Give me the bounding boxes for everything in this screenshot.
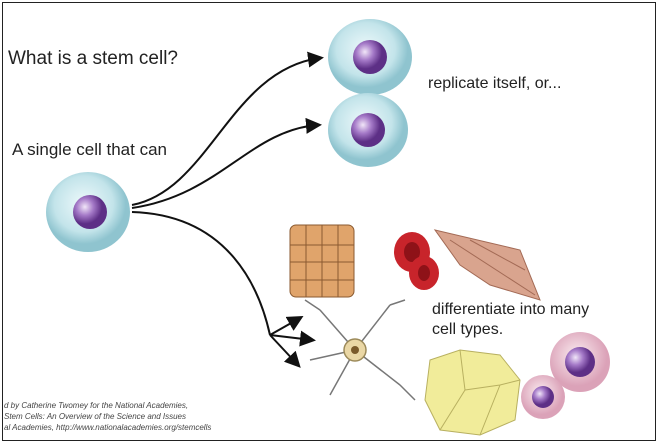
daughter-cell-1: [328, 19, 412, 95]
daughter-cell-2: [328, 93, 408, 167]
differentiate-label: differentiate into many cell types.: [432, 300, 589, 340]
differentiate-line-2: cell types.: [432, 321, 504, 338]
red-blood-cells-icon: [394, 232, 439, 290]
white-blood-cells-icon: [521, 332, 610, 419]
differentiate-line-1: differentiate into many: [432, 301, 590, 318]
fat-cells-icon: [424, 349, 521, 436]
credit-line-3: al Academies, http://www.nationalacademi…: [4, 423, 212, 432]
intro-text: A single cell that can: [12, 140, 167, 159]
arrows: [131, 51, 324, 368]
replicate-label: replicate itself, or...: [428, 75, 562, 92]
epithelial-cells-icon: [289, 224, 355, 298]
credit-line-2: Stem Cells: An Overview of the Science a…: [4, 412, 187, 421]
heading: What is a stem cell?: [8, 48, 178, 69]
stem-cell-source: [46, 172, 130, 252]
credit: d by Catherine Twomey for the National A…: [4, 400, 211, 433]
muscle-cells-icon: [433, 229, 541, 301]
neuron-icon: [304, 299, 416, 401]
credit-line-1: d by Catherine Twomey for the National A…: [4, 401, 189, 410]
